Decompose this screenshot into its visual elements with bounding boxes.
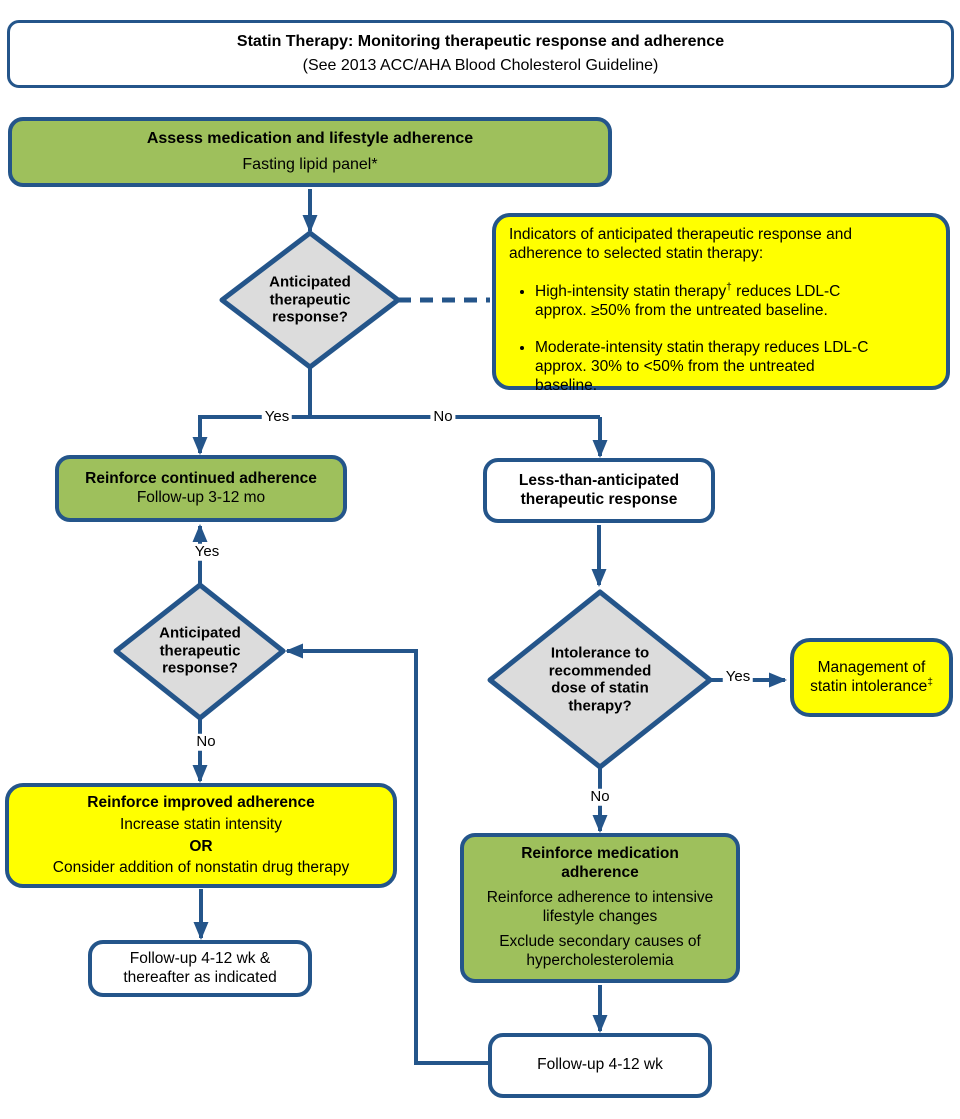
title-box: Statin Therapy: Monitoring therapeutic r… bbox=[7, 20, 954, 88]
bullet1-text: High-intensity statin therapy bbox=[535, 282, 727, 300]
indicators-note: Indicators of anticipated therapeutic re… bbox=[492, 213, 950, 394]
indicators-intro: Indicators of anticipated therapeutic re… bbox=[509, 226, 852, 262]
reinforce-continued-adherence-box: Reinforce continued adherence Follow-up … bbox=[55, 455, 347, 522]
reinforce-medication-line2: Exclude secondary causes of hypercholest… bbox=[499, 932, 701, 969]
decision-statin-intolerance-diamond bbox=[487, 589, 713, 770]
edge-label-no-1: No bbox=[430, 408, 456, 426]
page-subtitle: (See 2013 ACC/AHA Blood Cholesterol Guid… bbox=[302, 57, 659, 74]
bullet2-text: Moderate-intensity statin therapy reduce… bbox=[535, 339, 869, 395]
followup-4-12wk-box: Follow-up 4-12 wk bbox=[488, 1033, 712, 1098]
followup-4-12wk-thereafter-box: Follow-up 4-12 wk & thereafter as indica… bbox=[88, 940, 312, 997]
decision-anticipated-response-1-label: Anticipated therapeutic response? bbox=[269, 273, 351, 326]
reinforce-continued-heading: Reinforce continued adherence bbox=[85, 469, 317, 487]
reinforce-improved-adherence-box: Reinforce improved adherence Increase st… bbox=[5, 783, 397, 888]
management-text: Management of statin intolerance bbox=[810, 658, 928, 695]
indicator-bullet-high-intensity: High-intensity statin therapy† reduces L… bbox=[535, 281, 868, 321]
bullet1-rest: reduces LDL-C approx. ≥50% from the untr… bbox=[535, 282, 841, 319]
page-title: Statin Therapy: Monitoring therapeutic r… bbox=[236, 33, 725, 51]
management-statin-intolerance-box: Management of statin intolerance‡ bbox=[790, 638, 953, 717]
connector-yes-to-reinforce-continued bbox=[192, 415, 600, 455]
edge-label-no-2: No bbox=[193, 733, 219, 751]
reinforce-continued-body: Follow-up 3-12 mo bbox=[136, 488, 266, 506]
decision-anticipated-response-1-diamond bbox=[219, 230, 401, 370]
double-dagger-symbol: ‡ bbox=[927, 676, 933, 688]
decision-anticipated-response-2-diamond bbox=[113, 582, 286, 721]
dagger-symbol: † bbox=[726, 281, 732, 293]
assess-adherence-box: Assess medication and lifestyle adherenc… bbox=[8, 117, 612, 187]
reinforce-improved-line2: Consider addition of nonstatin drug ther… bbox=[52, 859, 350, 877]
edge-label-yes-3: Yes bbox=[722, 668, 754, 686]
indicators-bullet-list: High-intensity statin therapy† reduces L… bbox=[509, 264, 868, 415]
connector-followup-loop-to-decision2 bbox=[285, 643, 488, 1065]
decision-anticipated-response-2-label: Anticipated therapeutic response? bbox=[159, 624, 241, 677]
edge-label-yes-2: Yes bbox=[191, 543, 223, 561]
less-than-anticipated-heading: Less-than-anticipated therapeutic respon… bbox=[518, 471, 680, 508]
less-than-anticipated-box: Less-than-anticipated therapeutic respon… bbox=[483, 458, 715, 523]
indicator-bullet-moderate-intensity: Moderate-intensity statin therapy reduce… bbox=[535, 339, 868, 396]
edge-label-no-3: No bbox=[587, 788, 613, 806]
reinforce-medication-line1: Reinforce adherence to intensive lifesty… bbox=[486, 889, 714, 925]
reinforce-improved-or: OR bbox=[189, 837, 213, 855]
reinforce-improved-line1: Increase statin intensity bbox=[120, 815, 282, 833]
assess-body: Fasting lipid panel* bbox=[242, 156, 378, 173]
reinforce-improved-heading: Reinforce improved adherence bbox=[87, 794, 315, 812]
management-body: Management of statin intolerance‡ bbox=[810, 659, 933, 697]
reinforce-medication-adherence-box: Reinforce medication adherence Reinforce… bbox=[460, 833, 740, 983]
reinforce-medication-heading: Reinforce medication adherence bbox=[521, 845, 679, 882]
edge-label-yes-1: Yes bbox=[261, 408, 293, 426]
assess-heading: Assess medication and lifestyle adherenc… bbox=[146, 130, 474, 148]
decision-statin-intolerance-label: Intolerance to recommended dose of stati… bbox=[548, 644, 652, 715]
